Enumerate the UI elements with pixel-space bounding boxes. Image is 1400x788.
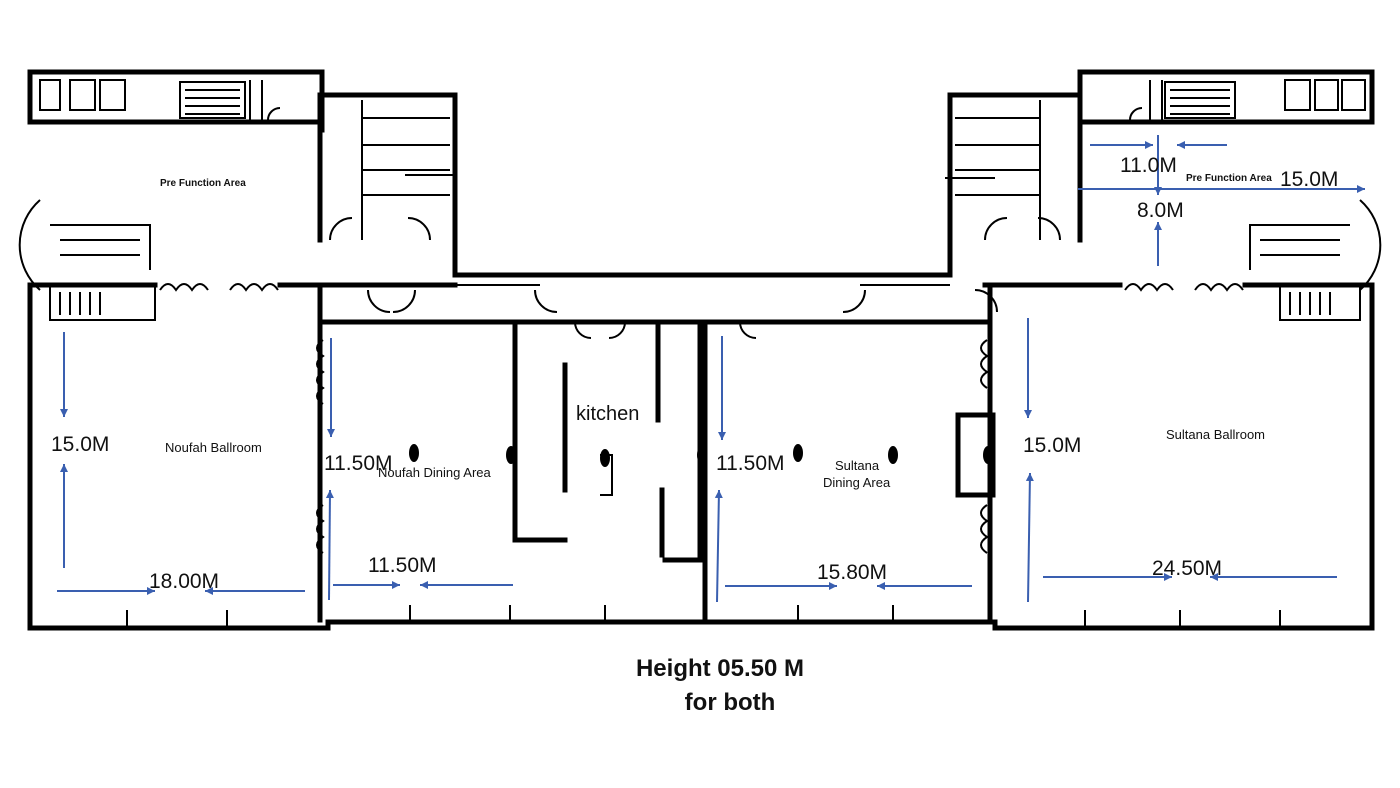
kitchen-label: kitchen	[576, 403, 639, 425]
noufah-dining-width-dimension: 11.50M	[368, 554, 437, 577]
noufah-height-dimension: 15.0M	[51, 433, 109, 456]
sultana-dining-label-line2: Dining Area	[823, 475, 891, 490]
noufah-width-dimension: 18.00M	[149, 570, 219, 593]
dimension-arrows	[57, 135, 1365, 603]
sultana-height-dimension: 15.0M	[1023, 434, 1081, 457]
sultana-dining-height-dimension: 11.50M	[716, 452, 785, 475]
walls	[18, 69, 1382, 631]
sultana-ballroom-label: Sultana Ballroom	[1166, 427, 1265, 442]
sultana-dining-width-dimension: 15.80M	[817, 561, 887, 584]
noufah-ballroom-label: Noufah Ballroom	[165, 440, 262, 455]
noufah-dining-height-dimension: 11.50M	[324, 452, 393, 475]
height-caption-line2: for both	[685, 689, 776, 716]
pre-function-left-label: Pre Function Area	[160, 178, 246, 189]
height-caption-line1: Height 05.50 M	[636, 655, 804, 682]
prefunction-right-depth-dimension: 11.0M	[1120, 154, 1177, 177]
sultana-width-dimension: 24.50M	[1152, 557, 1222, 580]
prefunction-right-width-dimension: 15.0M	[1280, 168, 1338, 191]
prefunction-right-height-dimension: 8.0M	[1137, 199, 1184, 222]
sultana-dining-label-line1: Sultana	[835, 458, 880, 473]
noufah-dining-label: Noufah Dining Area	[378, 465, 492, 480]
pre-function-right-label: Pre Function Area	[1186, 173, 1272, 184]
